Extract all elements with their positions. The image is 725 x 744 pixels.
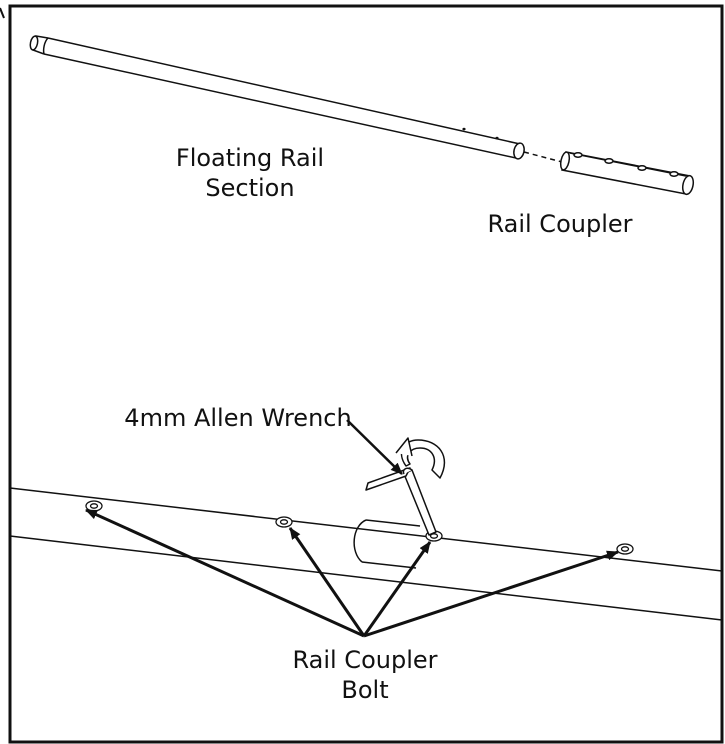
floating-rail-line1: Floating Rail (175, 144, 325, 172)
label-allen-wrench: 4mm Allen Wrench (124, 404, 352, 432)
coupler-bolt-line1: Rail Coupler (292, 646, 438, 674)
wrench-leader-arrow (346, 419, 403, 475)
coupler-bolts (85, 500, 634, 555)
bolt-leader-arrows (85, 508, 619, 638)
bolt-3 (425, 530, 443, 542)
bolt-4 (616, 543, 634, 555)
label-floating-rail-section: Floating Rail Section (150, 143, 350, 203)
label-coupler-bolt: Rail Coupler Bolt (260, 645, 470, 705)
rail-coupler (559, 151, 695, 196)
alignment-dashed-line (523, 151, 563, 163)
allen-wrench (365, 437, 446, 536)
floating-rail-line2: Section (205, 174, 295, 202)
bolt-2 (275, 516, 293, 528)
corner-fragment (0, 7, 5, 19)
coupler-bolt-line2: Bolt (341, 676, 389, 704)
diagram-border (8, 4, 724, 744)
floating-rail-section (29, 35, 525, 160)
label-rail-coupler: Rail Coupler (487, 210, 633, 238)
